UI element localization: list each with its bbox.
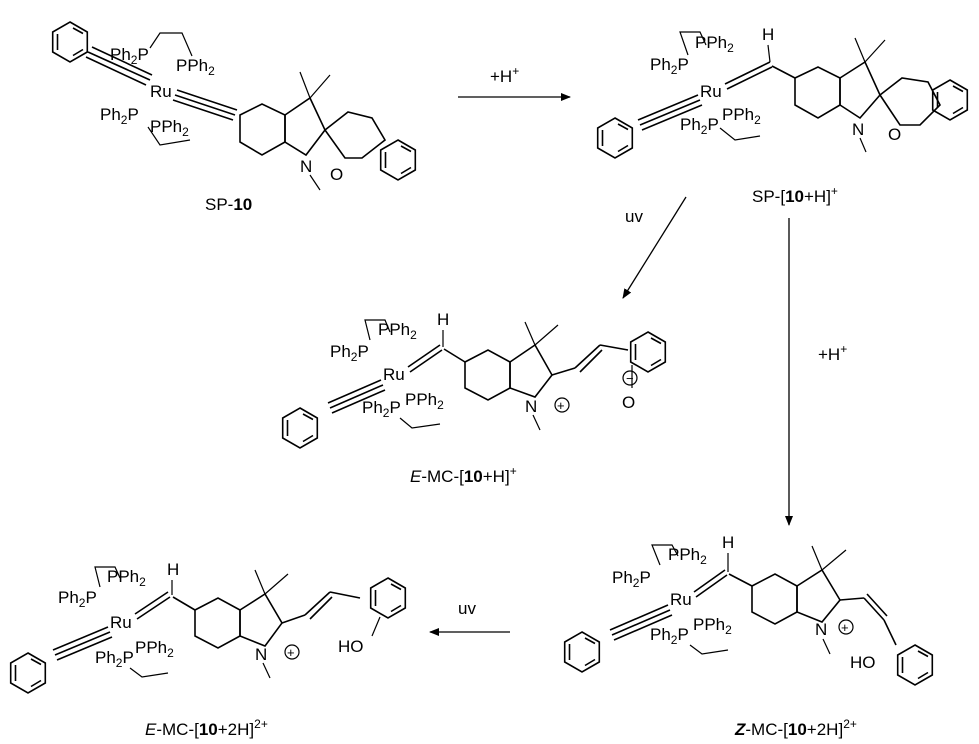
positive-charge-icon: [284, 644, 300, 660]
dppe-p1-label: Ph2P: [330, 342, 369, 364]
nitrogen-label: N: [525, 397, 537, 416]
molecule-sp-10h: H Ru Ph2P PPh2 Ph2P PPh2 N O SP-[10+H]+: [596, 25, 969, 206]
dppe-p3-label: Ph2P: [680, 115, 719, 137]
molecule-e-mc-102h: H Ru Ph2P PPh2 Ph2P PPh2 N + HO E-MC-[10…: [9, 560, 407, 739]
arrow-uv-1: uv: [622, 196, 687, 299]
chromene-benzo-ring: [379, 139, 417, 181]
caption-sp-10: SP-10: [205, 195, 252, 214]
plus-charge-label: +: [557, 398, 565, 413]
nitrogen-label: N: [815, 620, 827, 639]
nitrogen-label: N: [300, 157, 312, 176]
dppe-p2-label: PPh2: [176, 56, 215, 78]
ruthenium-label: Ru: [110, 613, 132, 632]
phenolate-ring: [629, 331, 667, 373]
oxygen-label: O: [888, 125, 901, 144]
chromene-benzo-ring: [931, 79, 969, 121]
dppe-p2-label: PPh2: [668, 545, 707, 567]
phenol-ring: [369, 577, 407, 619]
dppe-p4-label: PPh2: [722, 105, 761, 127]
minus-charge-label: −: [626, 371, 634, 386]
arrow-label-uv-2: uv: [458, 599, 476, 618]
phenyl-ring: [563, 631, 601, 673]
phenyl-ring: [596, 117, 634, 159]
dppe-p1-label: Ph2P: [650, 55, 689, 77]
positive-charge-icon: [838, 619, 854, 635]
dppe-p1-label: Ph2P: [612, 568, 651, 590]
dppe-p3-label: Ph2P: [95, 648, 134, 670]
dppe-p4-label: PPh2: [405, 390, 444, 412]
vinylidene-h-label: H: [762, 25, 774, 44]
arrow-protonation-1: +H+: [458, 64, 571, 101]
vinylidene-h-label: H: [437, 310, 449, 329]
phenyl-ring: [51, 21, 89, 63]
nitrogen-label: N: [255, 645, 267, 664]
dppe-p4-label: PPh2: [693, 615, 732, 637]
dppe-p3-label: Ph2P: [650, 625, 689, 647]
arrow-protonation-2: +H+: [785, 218, 847, 526]
phenyl-ring: [281, 407, 319, 449]
dppe-p2-label: PPh2: [107, 567, 146, 589]
caption-e-mc-10h: E-MC-[10+H]+: [410, 464, 517, 486]
caption-z-mc-102h: Z-MC-[10+2H]2+: [734, 717, 857, 739]
hydroxy-label: HO: [338, 637, 364, 656]
caption-sp-10h: SP-[10+H]+: [752, 184, 838, 206]
phenyl-ring: [9, 652, 47, 694]
dppe-p2-label: PPh2: [695, 33, 734, 55]
dppe-p3-label: Ph2P: [362, 398, 401, 420]
ruthenium-label: Ru: [383, 365, 405, 384]
positive-charge-icon: [554, 397, 570, 413]
vinylidene-h-label: H: [167, 560, 179, 579]
dppe-p1-label: Ph2P: [58, 588, 97, 610]
phenol-ring: [896, 644, 934, 686]
ruthenium-label: Ru: [670, 590, 692, 609]
plus-charge-label: +: [841, 620, 849, 635]
arrow-label-h-plus-1: +H+: [490, 64, 519, 86]
arrow-label-uv-1: uv: [625, 207, 643, 226]
vinylidene-h-label: H: [722, 533, 734, 552]
ruthenium-label: Ru: [700, 82, 722, 101]
molecule-e-mc-10h: H Ru Ph2P PPh2 Ph2P PPh2 N + − O E-MC-[1…: [281, 310, 667, 486]
arrow-uv-2: uv: [429, 599, 510, 636]
plus-charge-label: +: [287, 645, 295, 660]
arrow-label-h-plus-2: +H+: [818, 342, 847, 364]
molecule-z-mc-102h: H Ru Ph2P PPh2 Ph2P PPh2 N + HO Z-MC-[10…: [563, 533, 934, 739]
caption-e-mc-102h: E-MC-[10+2H]2+: [145, 717, 268, 739]
dppe-p1-label: Ph2P: [110, 45, 149, 67]
hydroxy-label: HO: [850, 653, 876, 672]
negative-charge-icon: [622, 370, 638, 386]
dppe-p4-label: PPh2: [135, 638, 174, 660]
dppe-p4-label: PPh2: [150, 117, 189, 139]
molecule-sp-10: Ru Ph2P PPh2 Ph2P PPh2 N O SP-10: [51, 21, 417, 214]
oxygen-label: O: [622, 393, 635, 412]
nitrogen-label: N: [852, 120, 864, 139]
dppe-p2-label: PPh2: [378, 320, 417, 342]
ruthenium-label: Ru: [150, 82, 172, 101]
oxygen-label: O: [330, 165, 343, 184]
dppe-p3-label: Ph2P: [100, 105, 139, 127]
